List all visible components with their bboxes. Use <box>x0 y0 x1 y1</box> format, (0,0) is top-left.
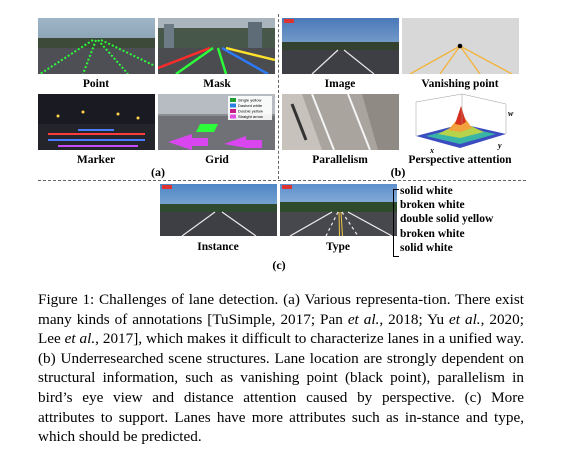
lane-type-5: solid white <box>400 241 453 254</box>
caption-italic: et al. <box>449 310 481 328</box>
grid-legend-text-2: Dashed white <box>238 103 263 108</box>
subfigure-label-a: (a) <box>151 165 165 179</box>
panel-label-instance: Instance <box>197 241 239 253</box>
figure-1: Point Mask Image Vanishing point <box>38 14 526 272</box>
grid-legend-swatch-4 <box>230 114 236 119</box>
lane-type-3: double solid yellow <box>400 213 494 226</box>
surface-axis-x: x <box>429 146 434 154</box>
vertical-divider <box>278 14 279 179</box>
figure-caption: Figure 1: Challenges of lane detection. … <box>38 290 524 447</box>
grid-legend-swatch-1 <box>230 98 236 102</box>
grid-image: Single yellow Dashed white Double yellow… <box>158 94 275 150</box>
panel-label-grid: Grid <box>205 154 229 166</box>
panel-label-mask: Mask <box>203 78 231 90</box>
subfigure-label-b: (b) <box>390 165 406 179</box>
panel-label-image: Image <box>324 78 356 90</box>
perspective-attention-surface: w x y <box>402 92 519 154</box>
panel-label-point: Point <box>82 78 110 90</box>
surface-axis-y: y <box>497 141 502 150</box>
marker-image <box>38 94 155 150</box>
grid-legend-text-4: Straight arrow <box>238 114 263 119</box>
panel-label-parallelism: Parallelism <box>312 154 368 166</box>
parallelism-bev-image <box>282 94 399 150</box>
vanishing-point-marker <box>457 43 463 49</box>
surface-axis-w: w <box>508 109 514 118</box>
panel-label-perspective-attention: Perspective attention <box>408 154 512 166</box>
grid-legend-swatch-3 <box>230 109 236 113</box>
subfigure-label-c: (c) <box>272 258 286 272</box>
caption-text: Figure 1: Challenges of lane detection. … <box>38 291 525 446</box>
lane-type-1: solid white <box>400 185 453 197</box>
vanishing-point-diagram <box>402 18 519 74</box>
instance-image <box>160 184 277 236</box>
panel-label-vanishing-point: Vanishing point <box>421 78 499 90</box>
lane-type-list: solid white broken white double solid ye… <box>400 184 493 255</box>
caption-italic: et al. <box>347 310 380 328</box>
lane-type-4: broken white <box>400 227 465 240</box>
panel-label-type: Type <box>325 241 351 253</box>
road-image <box>282 18 399 74</box>
horizontal-divider <box>38 180 526 181</box>
lane-type-bracket <box>393 189 399 257</box>
lane-type-2: broken white <box>400 199 465 212</box>
panel-label-marker: Marker <box>76 154 116 166</box>
grid-legend-text-3: Double yellow <box>238 109 263 114</box>
caption-italic: et al. <box>64 330 96 348</box>
type-image <box>280 184 397 236</box>
mask-image <box>158 18 275 74</box>
grid-legend-text-1: Single yellow <box>238 98 261 103</box>
grid-legend-swatch-2 <box>230 103 236 108</box>
point-image <box>38 18 155 74</box>
